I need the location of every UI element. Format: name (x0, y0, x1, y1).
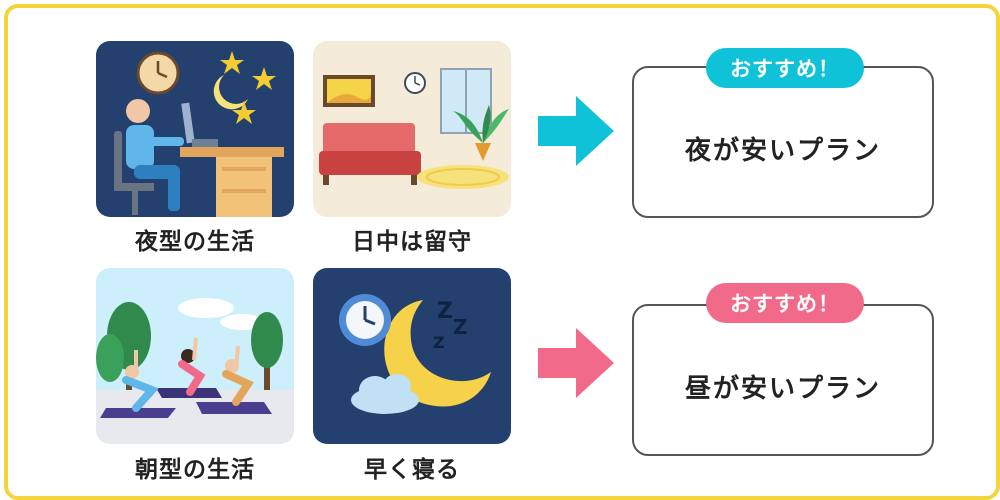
caption-away-daytime: 日中は留守 (352, 229, 472, 255)
moon-sleep-icon: Z Z Z (313, 268, 511, 444)
day-plan-label: 昼が安いプラン (684, 373, 881, 404)
morning-yoga-icon (96, 268, 294, 444)
night-plan-label: 夜が安いプラン (684, 135, 881, 166)
day-plan-card: 昼が安いプラン (632, 304, 934, 456)
svg-text:Z: Z (433, 333, 445, 352)
svg-text:Z: Z (437, 299, 453, 324)
recommend-badge-pink: おすすめ！ (706, 283, 864, 323)
caption-night-lifestyle: 夜型の生活 (135, 229, 255, 255)
caption-sleep-early: 早く寝る (364, 457, 460, 483)
svg-text:Z: Z (453, 315, 468, 339)
recommend-badge-cyan: おすすめ！ (706, 48, 864, 88)
arrow-right-icon (538, 328, 614, 398)
arrow-right-icon (538, 96, 614, 166)
empty-living-room-icon (313, 41, 511, 217)
night-plan-card: 夜が安いプラン (632, 66, 934, 218)
night-work-icon (96, 41, 294, 217)
caption-morning-lifestyle: 朝型の生活 (135, 457, 255, 483)
